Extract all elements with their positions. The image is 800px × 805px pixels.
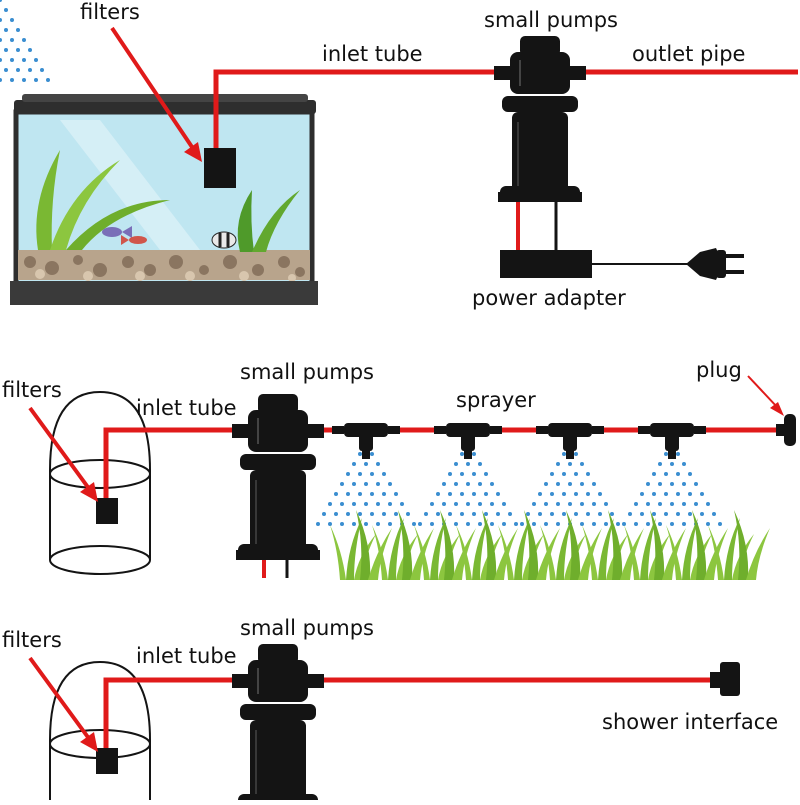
bucket-2 [49,390,151,575]
aquarium [10,94,318,305]
filters-label-3: filters [2,628,62,652]
shower-interface-connector [710,662,740,696]
filters-arrow-1 [110,26,202,162]
end-plug [776,414,796,446]
small-pump-3 [231,643,325,805]
filters-arrow-3 [28,656,98,752]
filters-label-1: filters [80,0,140,24]
sprayer-label: sprayer [456,388,536,412]
plug-icon [686,248,744,280]
sprayer-tee-4 [638,423,706,459]
spray-pattern [0,0,722,526]
sprayer-tee-3 [536,423,604,459]
plug-arrow [747,375,784,416]
power-adapter-box [500,250,592,278]
small-pumps-label-2: small pumps [240,360,374,384]
power-adapter-label: power adapter [472,286,626,310]
filter-block [204,148,236,188]
sprayer-tee-1 [332,423,400,459]
tubes-panel2 [103,427,782,498]
small-pumps-label-3: small pumps [240,616,374,640]
bucket-3 [49,660,151,800]
filters-arrow-2 [28,406,98,502]
small-pumps-label-1: small pumps [484,8,618,32]
shower-interface-label: shower interface [602,710,779,734]
inlet-tube-label-3: inlet tube [136,644,237,668]
tubes-panel3 [103,677,716,748]
plug-label: plug [696,358,742,382]
filter-block-3 [96,748,118,774]
outlet-pipe-label: outlet pipe [632,42,746,66]
grass [330,510,770,580]
inlet-tube-label-1: inlet tube [322,42,423,66]
sprayer-tee-2 [434,423,502,459]
tubes-panel1 [213,69,798,148]
filter-block-2 [96,498,118,524]
small-pump-1 [493,35,587,203]
small-pump-2 [231,393,325,561]
filters-label-2: filters [2,378,62,402]
inlet-tube-label-2: inlet tube [136,396,237,420]
